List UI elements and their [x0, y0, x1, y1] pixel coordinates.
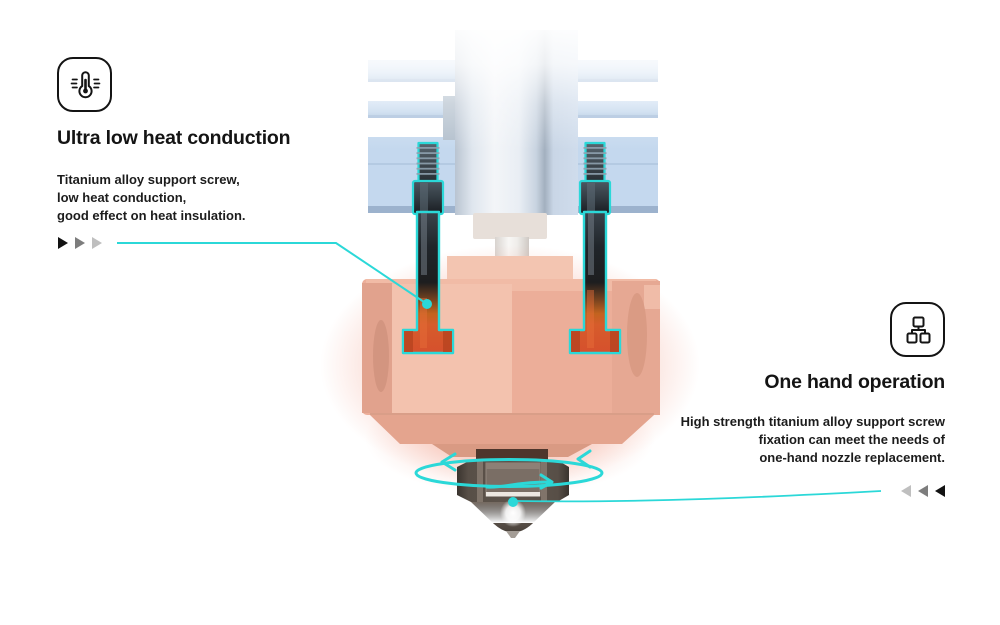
feature-line: low heat conduction,: [57, 190, 187, 205]
feature-line: good effect on heat insulation.: [57, 208, 246, 223]
thermometer-heat-icon: [57, 57, 112, 112]
feature-line: fixation can meet the needs of: [758, 432, 945, 447]
feature-line: High strength titanium alloy support scr…: [680, 414, 945, 429]
connected-nodes-icon: [890, 302, 945, 357]
heatsink: [340, 18, 680, 215]
pointer-triangles-left: [58, 237, 102, 249]
feature-line: one-hand nozzle replacement.: [759, 450, 945, 465]
leader-line-right: [508, 490, 882, 507]
nozzle: [457, 449, 569, 538]
feature-description: High strength titanium alloy support scr…: [681, 413, 945, 467]
leader-line-left: [117, 242, 432, 309]
side-bore-left: [373, 320, 389, 392]
feature-one-hand-operation: One hand operation High strength titaniu…: [605, 302, 945, 467]
rotation-arrows: [414, 449, 604, 490]
feature-title: Ultra low heat conduction: [57, 127, 291, 149]
side-bore-right: [627, 293, 647, 377]
feature-description: Titanium alloy support screw, low heat c…: [57, 171, 357, 225]
titanium-support-screw-right: [568, 141, 622, 355]
titanium-support-screw-left: [401, 141, 455, 355]
pointer-triangles-right: [901, 485, 945, 497]
feature-ultra-low-heat-conduction: Ultra low heat conduction Titanium alloy…: [57, 57, 357, 225]
feature-title: One hand operation: [764, 371, 945, 393]
feature-line: Titanium alloy support screw,: [57, 172, 240, 187]
